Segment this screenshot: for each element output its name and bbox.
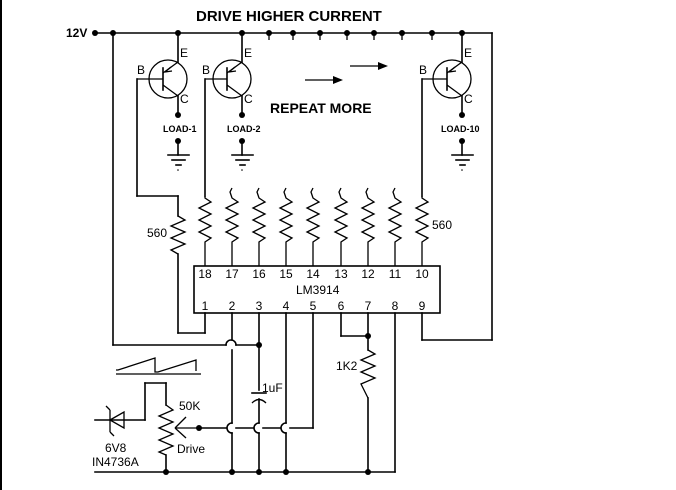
output-resistor xyxy=(224,187,240,266)
transistor-q10: E B C LOAD-10 xyxy=(419,32,480,197)
svg-text:E: E xyxy=(244,46,252,60)
supply-rail xyxy=(92,30,493,341)
output-resistor xyxy=(278,187,294,266)
svg-text:C: C xyxy=(180,92,189,106)
ic-pin-4: 4 xyxy=(283,299,290,313)
pin3-wire: 1uF xyxy=(251,312,283,475)
zener-part-label: IN4736A xyxy=(92,455,139,469)
svg-text:B: B xyxy=(419,63,427,77)
repeat-label: REPEAT MORE xyxy=(270,100,372,116)
ic-pin-17: 17 xyxy=(225,267,239,281)
ic-pin-6: 6 xyxy=(338,299,345,313)
svg-text:C: C xyxy=(244,92,253,106)
svg-text:E: E xyxy=(464,46,472,60)
resistor-left-label: 560 xyxy=(147,226,167,240)
ic-pin-11: 11 xyxy=(389,267,402,281)
left-border xyxy=(0,0,2,490)
resistor-right-label: 560 xyxy=(432,218,452,232)
output-resistor xyxy=(333,187,349,266)
lm3914-ic: LM3914 xyxy=(193,265,441,314)
ic-pin-3: 3 xyxy=(256,299,263,313)
ic-pin-8: 8 xyxy=(392,299,399,313)
ic-pin-10: 10 xyxy=(415,267,429,281)
load-10-label: LOAD-10 xyxy=(441,124,480,134)
svg-text:E: E xyxy=(180,46,188,60)
ic-bottom-pins: 1 2 3 4 5 6 7 8 9 xyxy=(202,299,426,313)
svg-text:B: B xyxy=(202,63,210,77)
resistor-array xyxy=(197,187,430,266)
ic-pin-15: 15 xyxy=(279,267,293,281)
pin6-7-wire: 1K2 xyxy=(336,312,377,475)
pin8-wire xyxy=(367,312,396,473)
ic-pin-7: 7 xyxy=(365,299,372,313)
output-resistor xyxy=(387,187,403,266)
load-1-label: LOAD-1 xyxy=(163,124,197,134)
zener-diode: 6V8 IN4736A xyxy=(92,405,146,469)
supply-label: 12V xyxy=(66,26,87,40)
output-resistor xyxy=(251,187,267,266)
svg-text:B: B xyxy=(137,63,145,77)
ic-pin-14: 14 xyxy=(306,267,320,281)
ic-pin-2: 2 xyxy=(229,299,236,313)
potentiometer: 50K Drive xyxy=(144,382,205,475)
ic-pin-12: 12 xyxy=(361,267,375,281)
sawtooth-waveform-icon xyxy=(116,357,201,375)
output-resistor xyxy=(197,196,213,266)
pin5-wire xyxy=(196,312,314,431)
ic-top-pins: 18 17 16 15 14 13 12 11 10 xyxy=(198,267,429,281)
pot-value-label: 50K xyxy=(179,399,200,413)
load-2-label: LOAD-2 xyxy=(227,124,261,134)
zener-voltage-label: 6V8 xyxy=(105,441,127,455)
pin4-wire xyxy=(280,312,289,475)
pot-name-label: Drive xyxy=(177,442,205,456)
ic-pin-18: 18 xyxy=(198,267,212,281)
ic-pin-13: 13 xyxy=(334,267,348,281)
capacitor-label: 1uF xyxy=(262,381,283,395)
pin9-wire xyxy=(421,312,493,341)
output-resistor xyxy=(414,196,430,266)
output-resistor xyxy=(305,187,321,266)
svg-text:C: C xyxy=(464,92,473,106)
schematic-title: DRIVE HIGHER CURRENT xyxy=(196,8,382,25)
ic-name: LM3914 xyxy=(296,283,340,297)
ic-pin-5: 5 xyxy=(310,299,317,313)
ic-pin-9: 9 xyxy=(419,299,426,313)
rail-stubs xyxy=(266,30,435,40)
ic-pin-16: 16 xyxy=(252,267,266,281)
transistor-q1: E B C LOAD-1 xyxy=(136,32,197,197)
repeat-arrows xyxy=(305,62,388,84)
resistor-1k2-label: 1K2 xyxy=(336,359,358,373)
pin2-wire xyxy=(226,312,235,475)
resistor-left-560: 560 xyxy=(147,195,206,334)
ic-pin-1: 1 xyxy=(202,299,209,313)
output-resistor xyxy=(360,187,376,266)
transistor-q2: E B C LOAD-2 xyxy=(202,32,261,197)
